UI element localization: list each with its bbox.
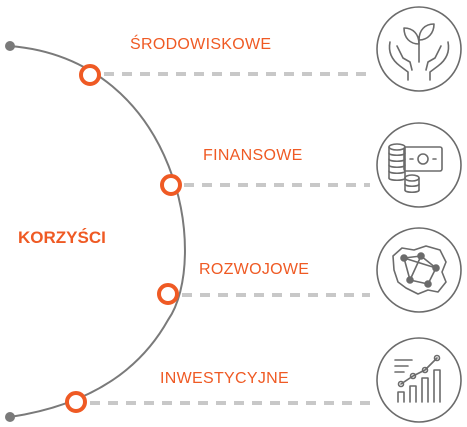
- label-srodowiskowe: ŚRODOWISKOWE: [130, 36, 272, 53]
- timeline-arc: [9, 45, 186, 418]
- arc-start-dot: [5, 41, 15, 51]
- label-rozwojowe: ROZWOJOWE: [199, 261, 310, 278]
- poland-map-network-icon: [376, 227, 462, 313]
- node-2: [160, 174, 182, 196]
- hands-plant-icon: [376, 6, 462, 92]
- label-inwestycyjne: INWESTYCYJNE: [160, 370, 289, 387]
- arc-end-dot: [5, 412, 15, 422]
- node-4: [65, 391, 87, 413]
- coins-banknote-icon: [376, 122, 462, 208]
- growth-chart-icon: [376, 337, 462, 423]
- node-1: [79, 64, 101, 86]
- label-finansowe: FINANSOWE: [203, 147, 303, 164]
- diagram-center-title: KORZYŚCI: [18, 228, 106, 247]
- node-3: [157, 283, 179, 305]
